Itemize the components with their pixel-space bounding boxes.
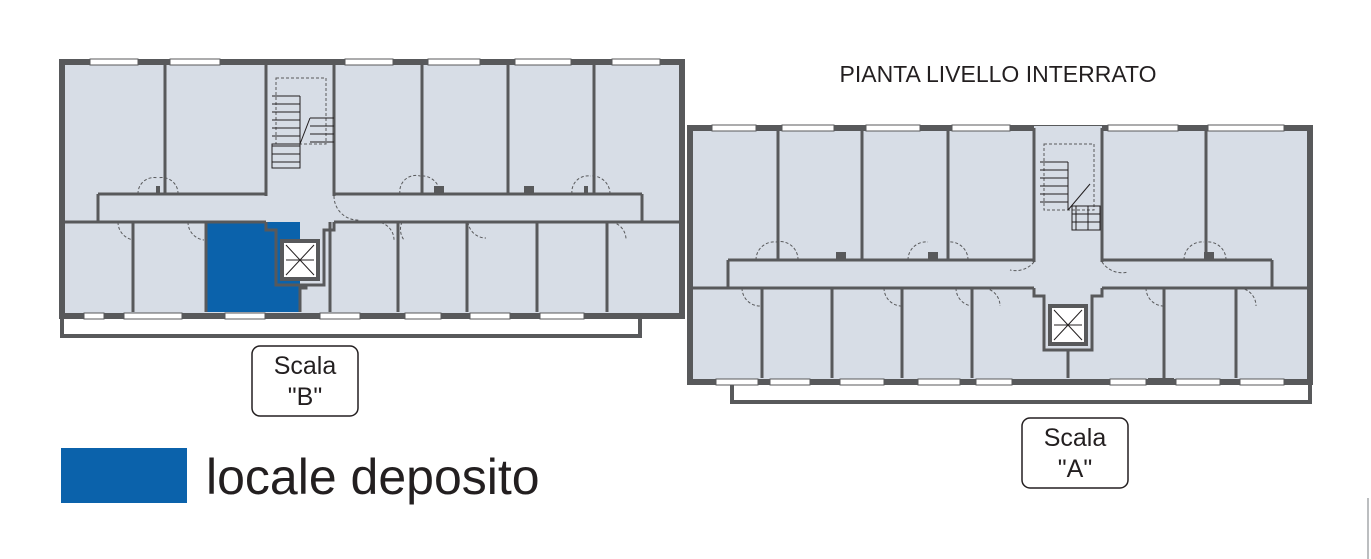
stair-b-label-line2: "B" [288, 383, 322, 411]
building-a-interior-walls [690, 128, 1310, 378]
legend: locale deposito [61, 448, 540, 505]
building-a [687, 124, 1313, 404]
building-b-interior-walls [62, 62, 682, 312]
stairs-b [271, 77, 334, 169]
legend-label: locale deposito [206, 449, 540, 505]
elevator-a [1032, 288, 1104, 378]
elevator-b [264, 222, 336, 312]
building-a-doors [741, 241, 1257, 384]
building-a-windows [711, 124, 1285, 386]
building-a-stair-core [1034, 126, 1102, 132]
stair-a-label: Scala "A" [1021, 417, 1129, 489]
legend-swatch [61, 448, 187, 503]
building-a-floor [690, 128, 1310, 382]
stair-a-label-line2: "A" [1058, 455, 1092, 483]
building-b [59, 58, 685, 338]
stairs-a [1040, 143, 1101, 231]
stair-b-label-line1: Scala [274, 352, 337, 380]
plan-title: PIANTA LIVELLO INTERRATO [840, 61, 1157, 87]
building-b-doors [117, 174, 627, 241]
building-b-floor [62, 62, 682, 316]
stair-a-label-line1: Scala [1044, 424, 1107, 452]
building-b-windows [83, 58, 661, 320]
stair-b-label: Scala "B" [251, 345, 359, 417]
